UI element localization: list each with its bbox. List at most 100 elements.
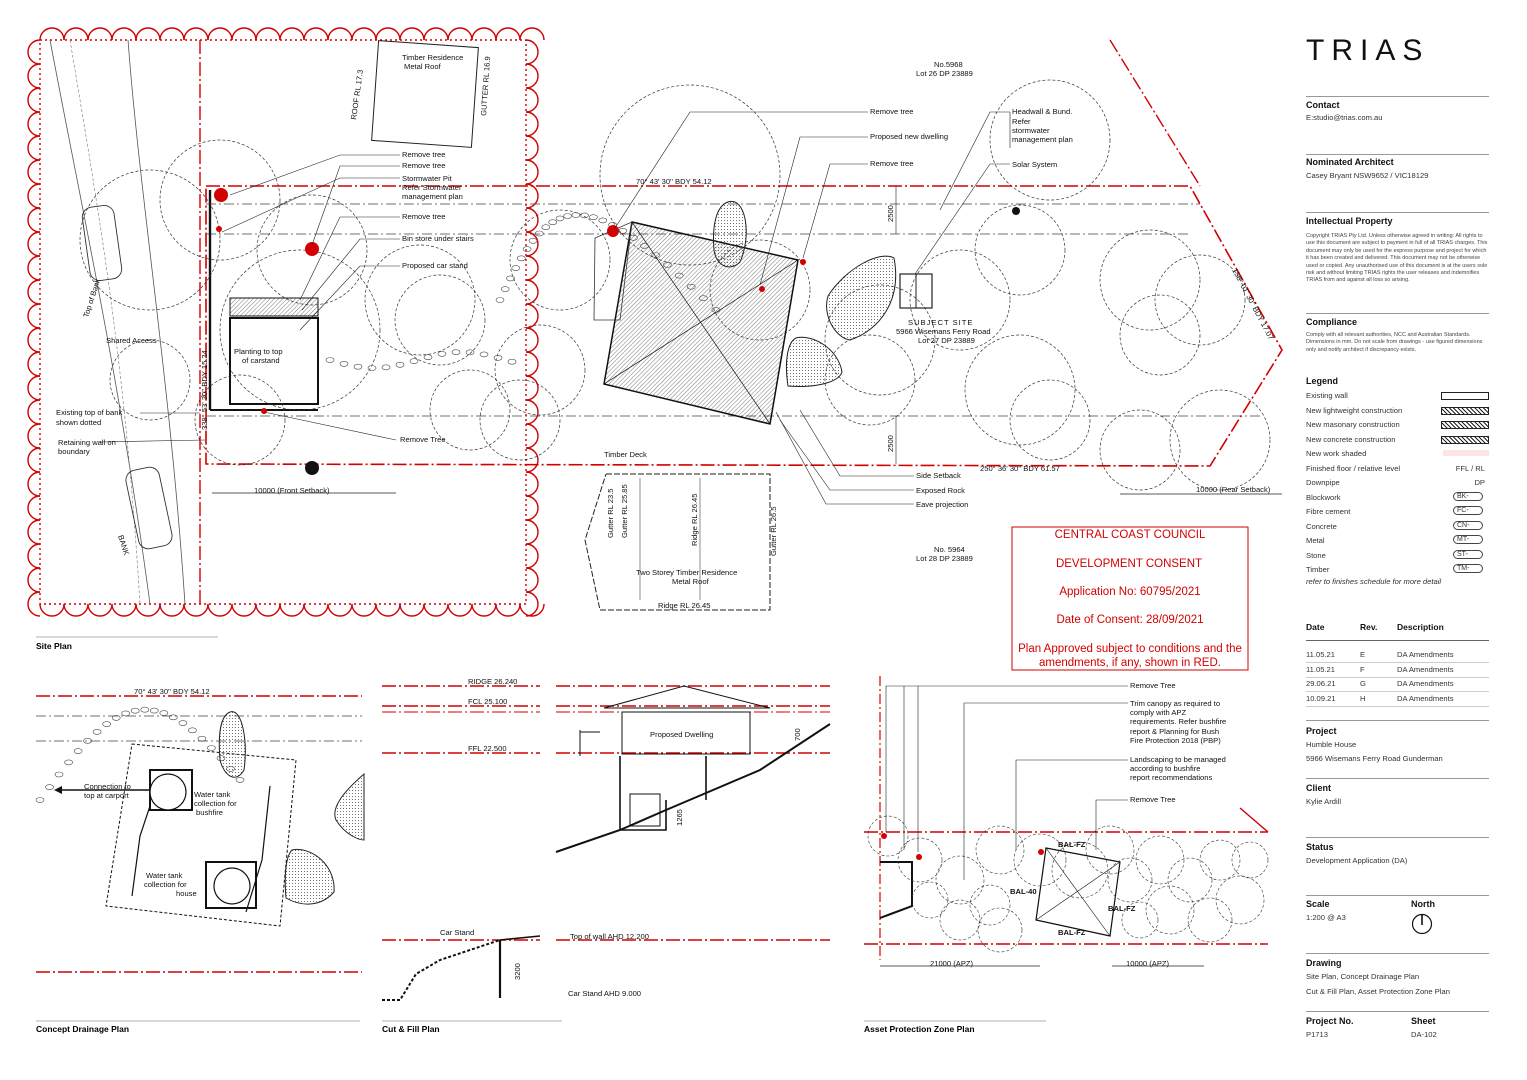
cloud-scallop <box>525 519 539 545</box>
tree-canopy <box>159 139 281 261</box>
apz-plan: Remove Tree Trim canopy as required to c… <box>864 676 1269 1034</box>
stepping-stone <box>216 755 226 762</box>
label: BAL-FZ <box>1058 840 1086 849</box>
stepping-stone <box>651 252 661 258</box>
stepping-stone <box>563 213 573 219</box>
cloud-scallop <box>375 27 401 41</box>
label: 10000 (Front Setback) <box>254 486 330 495</box>
legend-swatch <box>1443 450 1489 456</box>
cloud-scallop <box>525 543 539 569</box>
stepping-stone <box>169 714 178 721</box>
legend-item-label: Metal <box>1306 536 1325 545</box>
label: of carstand <box>242 356 280 365</box>
car-stand-section <box>382 938 501 1001</box>
cloud-scallop <box>525 567 539 593</box>
stepping-stone <box>516 255 526 262</box>
label: Metal Roof <box>672 577 710 586</box>
apz-title: Asset Protection Zone Plan <box>864 1024 975 1034</box>
cloud-scallop <box>525 327 539 353</box>
cloud-scallop <box>183 603 209 617</box>
apz-tree-canopy <box>1013 833 1067 887</box>
label: stormwater <box>1012 126 1050 135</box>
revision-cell: DA Amendments <box>1397 650 1454 659</box>
stepping-stone <box>571 212 581 218</box>
proposed-dwelling <box>593 221 799 425</box>
label: Ridge RL 26.45 <box>690 494 699 547</box>
cloud-scallop <box>27 87 41 113</box>
label: Timber Residence <box>402 53 463 62</box>
water-tank-house <box>205 861 257 909</box>
cloud-scallop <box>39 603 65 617</box>
neighbour-house-south <box>584 473 771 611</box>
label: No. 5964 <box>934 545 965 554</box>
revision-cell: F <box>1360 664 1365 674</box>
exposed-rock <box>334 772 365 841</box>
drawing-line2: Cut & Fill Plan, Asset Protection Zone P… <box>1306 987 1450 996</box>
stepping-stone <box>511 265 521 271</box>
status-value: Development Application (DA) <box>1306 856 1408 865</box>
tree-remove-marker <box>216 226 222 232</box>
tree-remove-marker <box>261 408 267 414</box>
label: 158° 01' 30'' BDY 17.07 <box>1230 267 1275 342</box>
tree-canopy <box>1154 254 1246 346</box>
cloud-scallop <box>159 27 185 41</box>
cloud-scallop <box>159 603 185 617</box>
stepping-stone <box>493 354 503 361</box>
label: Timber Deck <box>604 450 647 459</box>
label: Side Setback <box>916 471 961 480</box>
cloud-scallop <box>207 603 233 617</box>
cloud-scallop <box>525 399 539 425</box>
label: Remove tree <box>870 107 913 116</box>
stepping-stone <box>495 297 505 303</box>
rev-col-rev: Rev. <box>1360 622 1378 632</box>
label: boundary <box>58 447 90 456</box>
legend-item-label: New masonary construction <box>1306 420 1400 429</box>
cloud-scallop <box>525 591 539 617</box>
cloud-scallop <box>27 591 41 617</box>
stepping-stone <box>92 728 102 735</box>
label: 70° 43' 30'' BDY 54.12 <box>636 177 712 186</box>
cloud-scallop <box>525 231 539 257</box>
stepping-stone <box>395 361 405 368</box>
stepping-stone <box>555 215 565 222</box>
stamp-line: CENTRAL COAST COUNCIL <box>1055 529 1206 541</box>
stepping-stone <box>121 710 130 717</box>
label: Lot 27 DP 23889 <box>918 336 975 345</box>
label: Remove Tree <box>1130 681 1176 690</box>
contact-value[interactable]: E:studio@trias.com.au <box>1306 113 1383 122</box>
water-tank-house <box>213 867 251 905</box>
tree-canopy <box>194 374 286 466</box>
label: management plan <box>1012 135 1073 144</box>
cloud-scallop <box>27 399 41 425</box>
car <box>81 204 123 282</box>
apz-tree-canopy <box>1187 897 1233 943</box>
leader-lines <box>99 111 1011 505</box>
label: Gutter RL 25.85 <box>620 484 629 538</box>
stepping-stone <box>339 360 349 367</box>
label: report & Planning for Bush <box>1130 727 1219 736</box>
cloud-scallop <box>27 327 41 353</box>
label: collection for <box>144 880 187 889</box>
revision-cell: 11.05.21 <box>1306 664 1335 674</box>
cloud-scallop <box>27 231 41 257</box>
cloud-scallop <box>87 603 113 617</box>
project-name: Humble House <box>1306 740 1357 749</box>
cloud-scallop <box>525 135 539 161</box>
exposed-rock <box>826 255 897 341</box>
tree-canopy <box>256 194 368 306</box>
cloud-scallop <box>27 159 41 185</box>
tree-canopy <box>219 249 381 411</box>
cloud-scallop <box>525 159 539 185</box>
revision-cell: H <box>1360 693 1366 703</box>
cloud-scallop <box>135 603 161 617</box>
label: Water tank <box>194 790 231 799</box>
label: FFL 22.500 <box>468 744 507 753</box>
stepping-stone <box>197 735 207 742</box>
exposed-rock <box>785 336 843 387</box>
revision-cell: G <box>1360 679 1366 688</box>
label: shown dotted <box>56 418 101 427</box>
label: Proposed new dwelling <box>870 132 948 141</box>
client-value: Kylie Ardill <box>1306 797 1342 806</box>
stepping-stone <box>548 219 558 225</box>
